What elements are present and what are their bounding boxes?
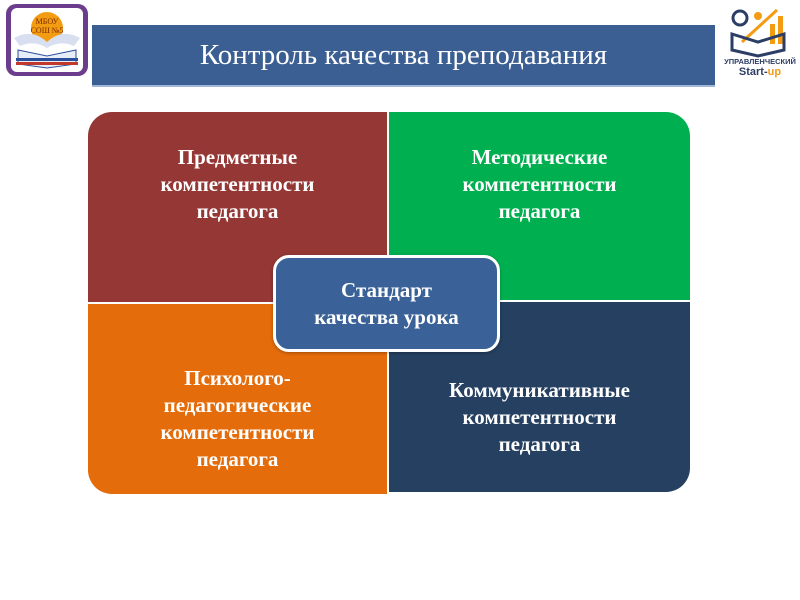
school-logo: МБОУ СОШ №5	[2, 2, 92, 78]
svg-text:Start-up: Start-up	[739, 66, 781, 78]
slide-title: Контроль качества преподавания	[92, 25, 715, 87]
center-label: Стандарт качества урока	[314, 277, 459, 329]
svg-text:СОШ №5: СОШ №5	[31, 26, 64, 35]
school-logo-text: МБОУ	[36, 17, 59, 26]
quadrant-label: Психолого- педагогические компетентности…	[160, 366, 315, 471]
quadrant-label: Коммуникативные компетентности педагога	[449, 377, 630, 456]
slide-title-text: Контроль качества преподавания	[199, 38, 608, 71]
quadrant-communicative-competencies: Коммуникативные компетентности педагога	[389, 302, 690, 492]
svg-text:УПРАВЛЕНЧЕСКИЙ: УПРАВЛЕНЧЕСКИЙ	[724, 57, 796, 66]
quadrant-subject-competencies: Предметные компетентности педагога	[88, 112, 387, 302]
center-lesson-standard: Стандарт качества урока	[273, 255, 500, 352]
startup-logo: УПРАВЛЕНЧЕСКИЙ Start-up	[722, 2, 798, 78]
quadrant-label: Предметные компетентности педагога	[160, 145, 315, 223]
quadrant-label: Методические компетентности педагога	[462, 145, 617, 223]
